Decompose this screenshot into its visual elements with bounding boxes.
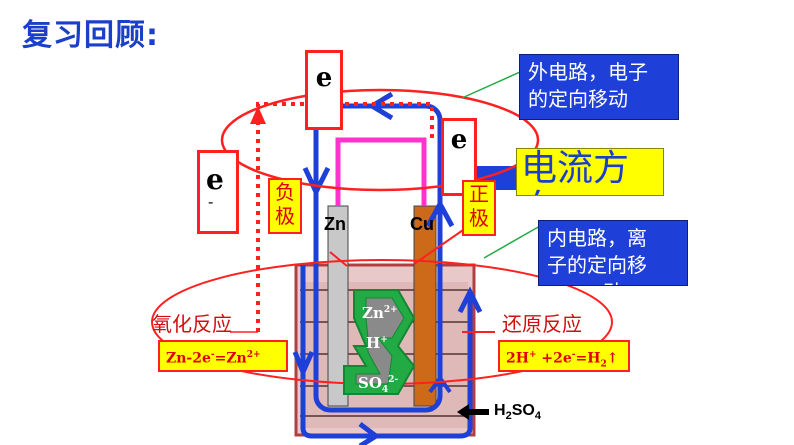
note-line: 动: [547, 279, 679, 285]
sulfate-ion-label: SO42-: [358, 374, 399, 395]
connecting-wire: [335, 137, 427, 206]
electrolyte-label: H2SO4: [494, 402, 541, 423]
pole-char: 极: [469, 206, 489, 230]
arrow-head-inner: [428, 374, 452, 394]
current-line: 电流方: [521, 148, 630, 189]
anode-equation: Zn-2e-=Zn2+: [158, 340, 288, 372]
external-circuit-ellipse: [220, 88, 540, 192]
copper-electrode: [413, 205, 437, 407]
pointer-line-top: [461, 71, 521, 99]
pole-char: 负: [275, 180, 295, 204]
electron-minus: -: [208, 192, 214, 211]
note-line: 子的定向移: [547, 253, 647, 277]
hydrogen-ion-label: H+: [366, 334, 388, 352]
electron-symbol: e: [450, 125, 468, 155]
arrow-head-left-bottom: [292, 350, 315, 379]
zinc-label: Zn: [324, 214, 346, 234]
external-circuit-note: 外电路，电子 的定向移动: [519, 54, 679, 120]
zinc-ion-label: Zn2+: [362, 304, 398, 322]
electron-path: [256, 102, 434, 332]
internal-circuit-note: 内电路，离 子的定向移 动: [538, 220, 688, 286]
note-line: 外电路，电子: [528, 60, 648, 84]
pole-char: 正: [469, 182, 489, 206]
negative-pointer: [329, 251, 348, 267]
pole-char: 极: [275, 204, 295, 228]
negative-pole-label: 负 极: [268, 178, 302, 234]
positive-pointer: [413, 227, 467, 265]
arrow-head-right-bottom: [457, 286, 483, 314]
electron-symbol: e: [315, 63, 333, 93]
electron-box-top: e: [305, 50, 343, 130]
cathode-equation: 2H+ +2e-=H2↑: [498, 340, 630, 372]
note-line: 内电路，离: [547, 226, 647, 250]
current-loop-inner: [300, 265, 473, 439]
arrow-head-up-right: [425, 198, 455, 228]
current-direction-label: 电流方 向: [516, 148, 664, 196]
positive-pole-label: 正 极: [462, 180, 496, 236]
copper-label: Cu: [410, 214, 434, 234]
pointer-line-mid: [483, 225, 541, 259]
oxidation-label: 氧化反应: [152, 312, 232, 336]
page-title: 复习回顾:: [22, 18, 159, 53]
electron-arrow-head: [250, 106, 266, 124]
arrow-head-bottom: [358, 422, 381, 445]
electrolyte-pointer-arrow: [457, 404, 489, 420]
current-loop: [313, 103, 443, 413]
note-line: 的定向移动: [528, 87, 628, 111]
arrow-head-down-left: [302, 166, 331, 198]
electron-box-left: e -: [197, 150, 239, 234]
electron-symbol: e: [206, 163, 224, 196]
ion-migration-inner: [355, 297, 405, 385]
current-line: 向: [521, 189, 663, 196]
reduction-label: 还原反应: [502, 312, 582, 336]
